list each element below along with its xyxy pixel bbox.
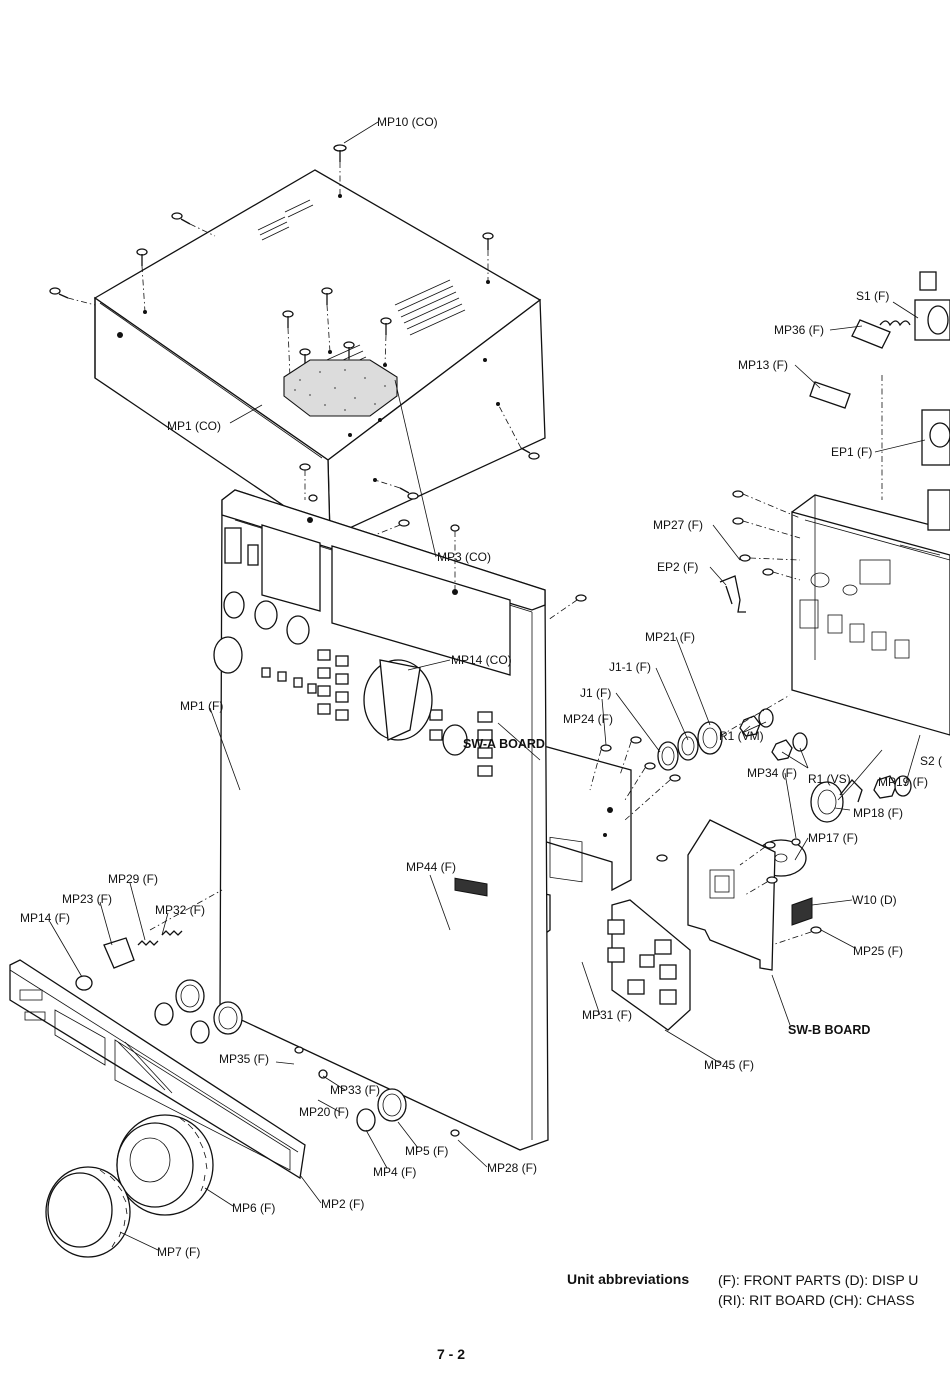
unit-abbreviations-line-2: (RI): RIT BOARD (CH): CHASS xyxy=(718,1292,915,1308)
label-mp31-f: MP31 (F) xyxy=(582,1008,632,1022)
label-r1-vm: R1 (VM) xyxy=(719,729,764,743)
label-mp20-f: MP20 (F) xyxy=(299,1105,349,1119)
label-mp23-f: MP23 (F) xyxy=(62,892,112,906)
label-mp5-f: MP5 (F) xyxy=(405,1144,448,1158)
label-mp36-f: MP36 (F) xyxy=(774,323,824,337)
label-mp19-f: MP19 (F) xyxy=(878,775,928,789)
display-filter xyxy=(9,959,306,1180)
label-mp32-f: MP32 (F) xyxy=(155,903,205,917)
sw-b-board xyxy=(687,819,822,971)
label-mp33-f: MP33 (F) xyxy=(330,1083,380,1097)
label-mp1-f: MP1 (F) xyxy=(180,699,223,713)
label-sw-b-board: SW-B BOARD xyxy=(788,1023,870,1037)
label-mp29-f: MP29 (F) xyxy=(108,872,158,886)
keypad-rubber-2 xyxy=(607,899,691,1031)
speaker-mesh xyxy=(283,359,398,417)
label-mp2-f: MP2 (F) xyxy=(321,1197,364,1211)
part-labels: MP10 (CO) MP1 (CO) MP3 (CO) MP14 (CO) S1… xyxy=(20,115,942,1259)
label-mp1-co: MP1 (CO) xyxy=(167,419,221,433)
unit-abbreviations-line-1: (F): FRONT PARTS (D): DISP U xyxy=(718,1272,919,1288)
label-mp14-f: MP14 (F) xyxy=(20,911,70,925)
page-number: 7 - 2 xyxy=(437,1346,466,1362)
label-mp18-f: MP18 (F) xyxy=(853,806,903,820)
label-mp13-f: MP13 (F) xyxy=(738,358,788,372)
label-mp34-f: MP34 (F) xyxy=(747,766,797,780)
label-w10-d: W10 (D) xyxy=(852,893,897,907)
label-j1-1-f: J1-1 (F) xyxy=(609,660,651,674)
label-j1-f: J1 (F) xyxy=(580,686,611,700)
label-mp14-co: MP14 (CO) xyxy=(451,653,512,667)
label-mp21-f: MP21 (F) xyxy=(645,630,695,644)
chassis-frame xyxy=(719,271,950,736)
label-mp28-f: MP28 (F) xyxy=(487,1161,537,1175)
label-mp27-f: MP27 (F) xyxy=(653,518,703,532)
label-mp45-f: MP45 (F) xyxy=(704,1058,754,1072)
unit-abbreviations-title: Unit abbreviations xyxy=(567,1271,690,1287)
label-mp25-f: MP25 (F) xyxy=(853,944,903,958)
label-sw-a-board: SW-A BOARD xyxy=(463,737,545,751)
label-mp4-f: MP4 (F) xyxy=(373,1165,416,1179)
label-mp24-f: MP24 (F) xyxy=(563,712,613,726)
label-s2: S2 ( xyxy=(920,754,942,768)
leader-lines xyxy=(49,121,926,1251)
label-ep2-f: EP2 (F) xyxy=(657,560,698,574)
label-mp44-f: MP44 (F) xyxy=(406,860,456,874)
label-mp10-co: MP10 (CO) xyxy=(377,115,438,129)
label-s1-f: S1 (F) xyxy=(856,289,889,303)
label-r1-vs: R1 (VS) xyxy=(808,772,851,786)
label-mp17-f: MP17 (F) xyxy=(808,831,858,845)
main-knob xyxy=(45,1114,214,1258)
front-panel xyxy=(75,463,587,1151)
label-mp7-f: MP7 (F) xyxy=(157,1245,200,1259)
label-ep1-f: EP1 (F) xyxy=(831,445,872,459)
label-mp35-f: MP35 (F) xyxy=(219,1052,269,1066)
label-mp3-co: MP3 (CO) xyxy=(437,550,491,564)
label-mp6-f: MP6 (F) xyxy=(232,1201,275,1215)
